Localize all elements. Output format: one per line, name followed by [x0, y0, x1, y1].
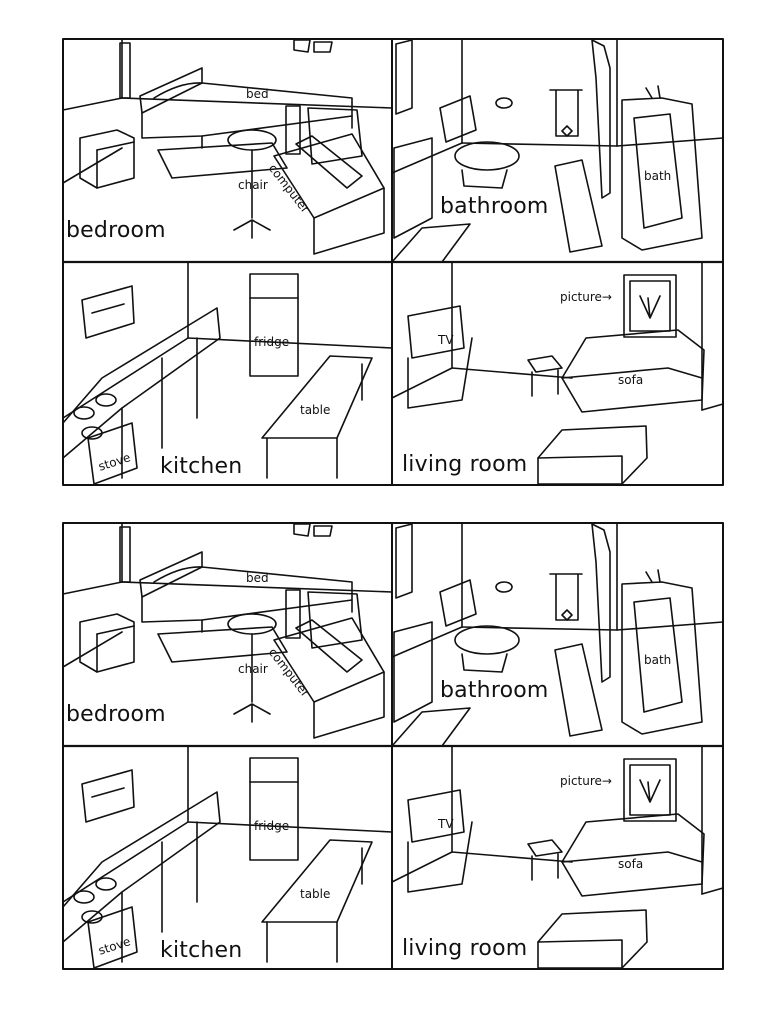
room-title-bedroom: bedroom	[66, 702, 166, 727]
worksheet-bottom: bedroom bed chair computer bathroom bath…	[62, 522, 724, 970]
label-sofa: sofa	[618, 857, 644, 871]
label-bed: bed	[246, 87, 269, 101]
label-fridge: fridge	[254, 819, 290, 833]
label-bath: bath	[644, 169, 672, 183]
label-table: table	[300, 403, 331, 417]
living-room-drawing	[391, 745, 724, 969]
label-chair: chair	[238, 178, 268, 192]
label-table: table	[300, 887, 331, 901]
label-chair: chair	[238, 662, 268, 676]
label-picture: picture→	[560, 774, 612, 788]
room-title-living-room: living room	[402, 452, 528, 477]
kitchen-drawing	[62, 261, 393, 485]
label-tv: TV	[438, 817, 454, 831]
worksheet-top: bedroom bed chair computer bathroom bath…	[62, 38, 724, 486]
label-picture: picture→	[560, 290, 612, 304]
label-bed: bed	[246, 571, 269, 585]
rooms-illustration	[62, 522, 724, 970]
label-bath: bath	[644, 653, 672, 667]
living-room-drawing	[391, 261, 724, 485]
kitchen-drawing	[62, 745, 393, 969]
bedroom-drawing	[62, 38, 393, 255]
label-fridge: fridge	[254, 335, 290, 349]
room-title-bathroom: bathroom	[440, 194, 549, 219]
room-title-bedroom: bedroom	[66, 218, 166, 243]
label-sofa: sofa	[618, 373, 644, 387]
bathroom-drawing	[391, 38, 724, 263]
label-tv: TV	[438, 333, 454, 347]
room-title-bathroom: bathroom	[440, 678, 549, 703]
rooms-illustration	[62, 38, 724, 486]
bathroom-drawing	[391, 522, 724, 747]
bedroom-drawing	[62, 522, 393, 739]
room-title-living-room: living room	[402, 936, 528, 961]
room-title-kitchen: kitchen	[160, 938, 243, 963]
room-title-kitchen: kitchen	[160, 454, 243, 479]
